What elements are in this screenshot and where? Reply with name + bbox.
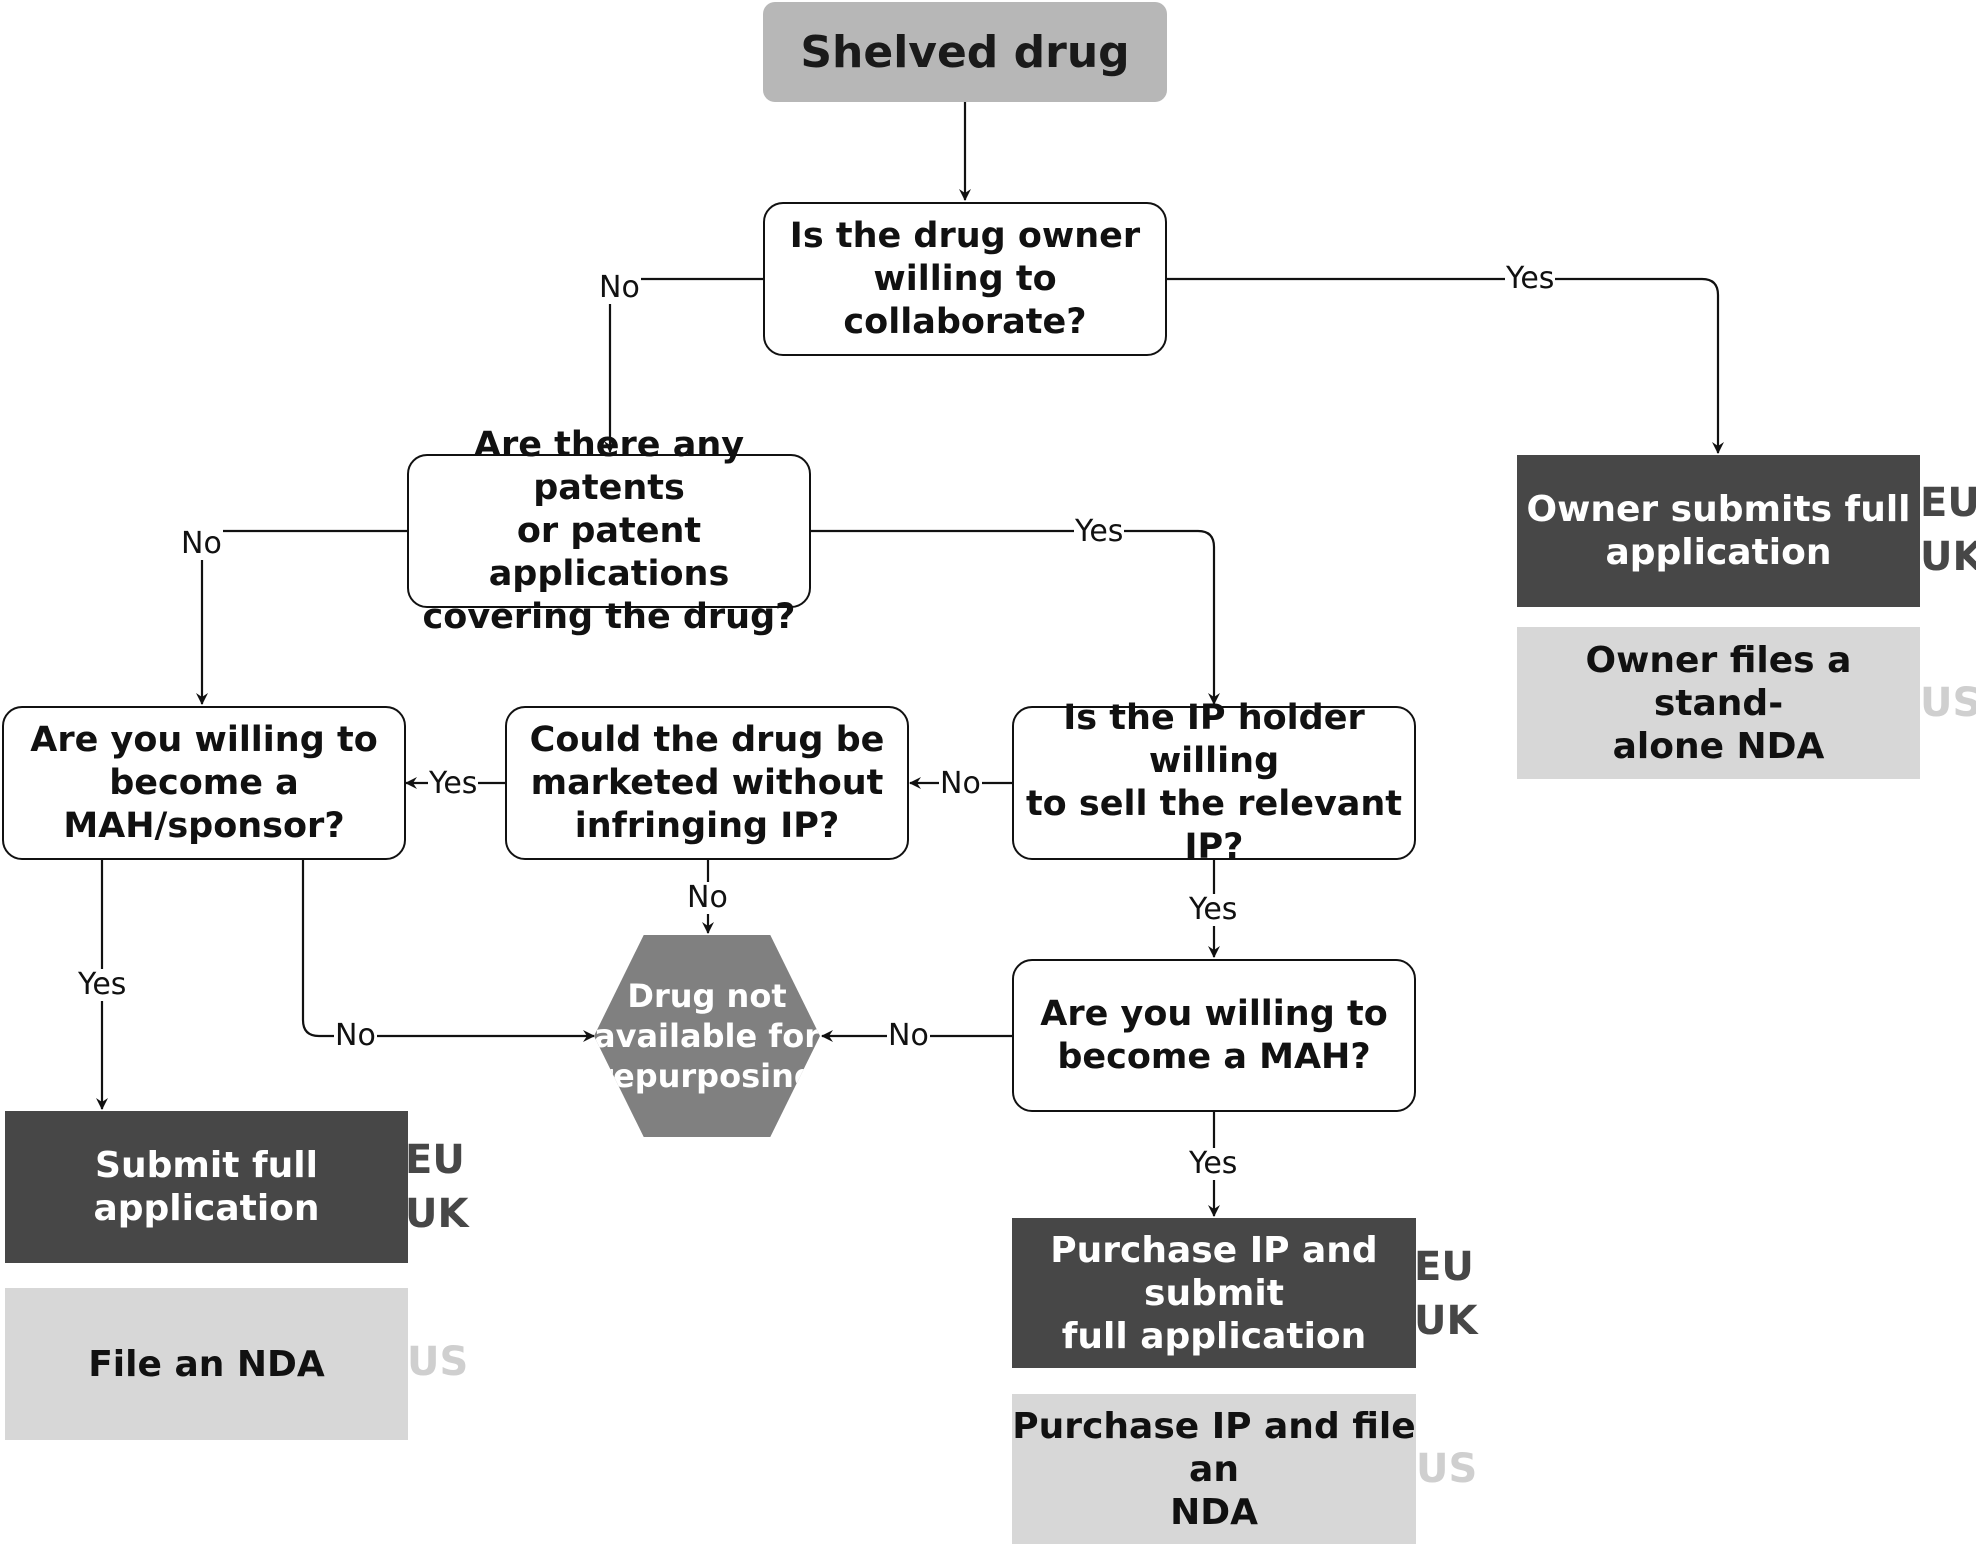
edge-label-mahsponsor-yes: Yes <box>77 967 128 1002</box>
edge-label-patents-yes: Yes <box>1074 514 1125 549</box>
outcome-submit-full-application: Submit full application <box>5 1111 408 1263</box>
outcome-owner-full-application: Owner submits full application <box>1517 455 1920 607</box>
outcome-purchase-ip-full-application: Purchase IP and submit full application <box>1012 1218 1416 1368</box>
edge-owner-yes <box>1167 277 1724 454</box>
decision-become-mah: Are you willing to become a MAH? <box>1012 959 1416 1112</box>
decision-become-mah-sponsor: Are you willing to become a MAH/sponsor? <box>2 706 406 860</box>
edge-label-mah-yes: Yes <box>1188 1146 1239 1181</box>
outcome-purchase-ip-nda: Purchase IP and file an NDA <box>1012 1394 1416 1544</box>
start-node-shelved-drug: Shelved drug <box>763 2 1167 102</box>
edge-label-marketed-yes: Yes <box>428 766 479 801</box>
edge-mahsponsor-no <box>301 860 595 1042</box>
edge-label-ipholder-no: No <box>939 766 982 801</box>
region-label-eu-uk: EU UK <box>1414 1244 1478 1344</box>
region-label-eu-uk: EU UK <box>405 1137 469 1237</box>
region-label-us: US <box>407 1339 469 1385</box>
decision-marketed-without-ip: Could the drug be marketed without infri… <box>505 706 909 860</box>
edge-label-owner-no: No <box>598 270 641 305</box>
region-label-us: US <box>1416 1446 1478 1492</box>
outcome-file-nda: File an NDA <box>5 1288 408 1440</box>
edge-label-marketed-no: No <box>686 880 729 915</box>
region-label-eu-uk: EU UK <box>1920 480 1976 580</box>
terminal-drug-not-available: Drug not available for repurposing <box>594 935 820 1137</box>
edge-label-owner-yes: Yes <box>1505 261 1556 296</box>
edge-patents-no <box>196 529 407 705</box>
decision-patents: Are there any patents or patent applicat… <box>407 425 811 637</box>
edge-label-ipholder-yes: Yes <box>1188 892 1239 927</box>
outcome-owner-nda: Owner files a stand- alone NDA <box>1517 627 1920 779</box>
edge-label-mah-no: No <box>887 1018 930 1053</box>
edge-label-mahsponsor-no: No <box>334 1018 377 1053</box>
edge-patents-yes <box>811 529 1220 705</box>
region-label-us: US <box>1920 680 1976 726</box>
edge-label-patents-no: No <box>180 526 223 561</box>
decision-ip-holder-sell: Is the IP holder willing to sell the rel… <box>1012 698 1416 867</box>
decision-owner-collaborate: Is the drug owner willing to collaborate… <box>763 202 1167 356</box>
